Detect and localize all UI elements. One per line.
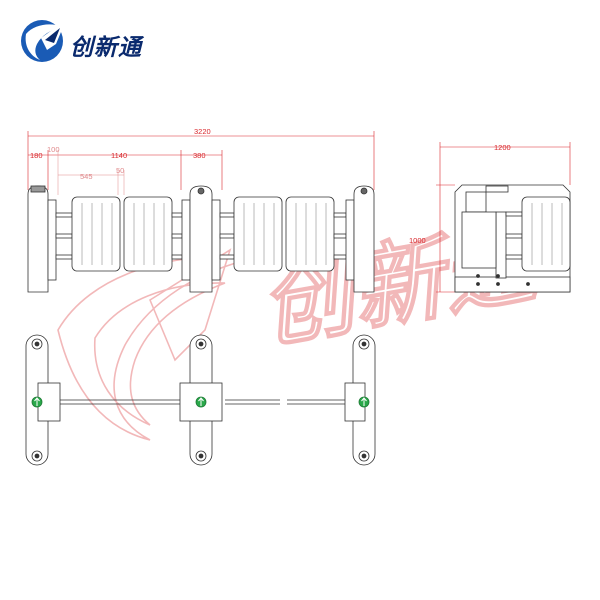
front-cabinet-center: [189, 185, 213, 293]
dim-overall-width: 3220: [194, 127, 211, 136]
dim-gate-span: 545: [80, 172, 93, 181]
watermark-swoosh-inner: [94, 282, 226, 426]
top-view: [25, 334, 376, 466]
top-post-center: [179, 334, 223, 466]
front-wing: [71, 196, 121, 272]
brand-logo-icon: [21, 20, 66, 62]
side-view: 1200 1000: [409, 142, 571, 293]
dim-center-post: 380: [193, 151, 206, 160]
dim-offset: 100: [47, 145, 60, 154]
dim-side-width: 1200: [494, 143, 511, 152]
side-dimension-lines: [436, 142, 571, 293]
front-wing: [233, 196, 283, 272]
pass-arrow-icon: [358, 396, 370, 408]
front-cabinet-left: [27, 185, 49, 293]
front-dimension-lines-light: [57, 150, 125, 195]
pass-arrow-icon: [195, 396, 207, 408]
pass-arrow-icon: [31, 396, 43, 408]
dim-side-height: 1000: [409, 236, 426, 245]
side-wing: [521, 196, 571, 272]
brand-name: 创新通: [70, 35, 142, 61]
front-bracket-left: [47, 199, 57, 281]
front-dimension-lines: [27, 131, 375, 190]
dim-gap: 50: [116, 166, 124, 175]
dim-lane-width: 1140: [111, 151, 127, 160]
front-bracket-right: [345, 199, 355, 281]
watermark-swoosh: [57, 255, 256, 441]
front-wing: [285, 196, 335, 272]
top-post-left: [25, 334, 61, 466]
front-view: 3220 180 100 1140 380 545 50: [27, 127, 375, 293]
front-cabinet-right: [353, 185, 375, 293]
front-wing: [123, 196, 173, 272]
top-post-right: [344, 334, 376, 466]
dim-end-post: 180: [30, 151, 43, 160]
watermark: [57, 248, 256, 441]
